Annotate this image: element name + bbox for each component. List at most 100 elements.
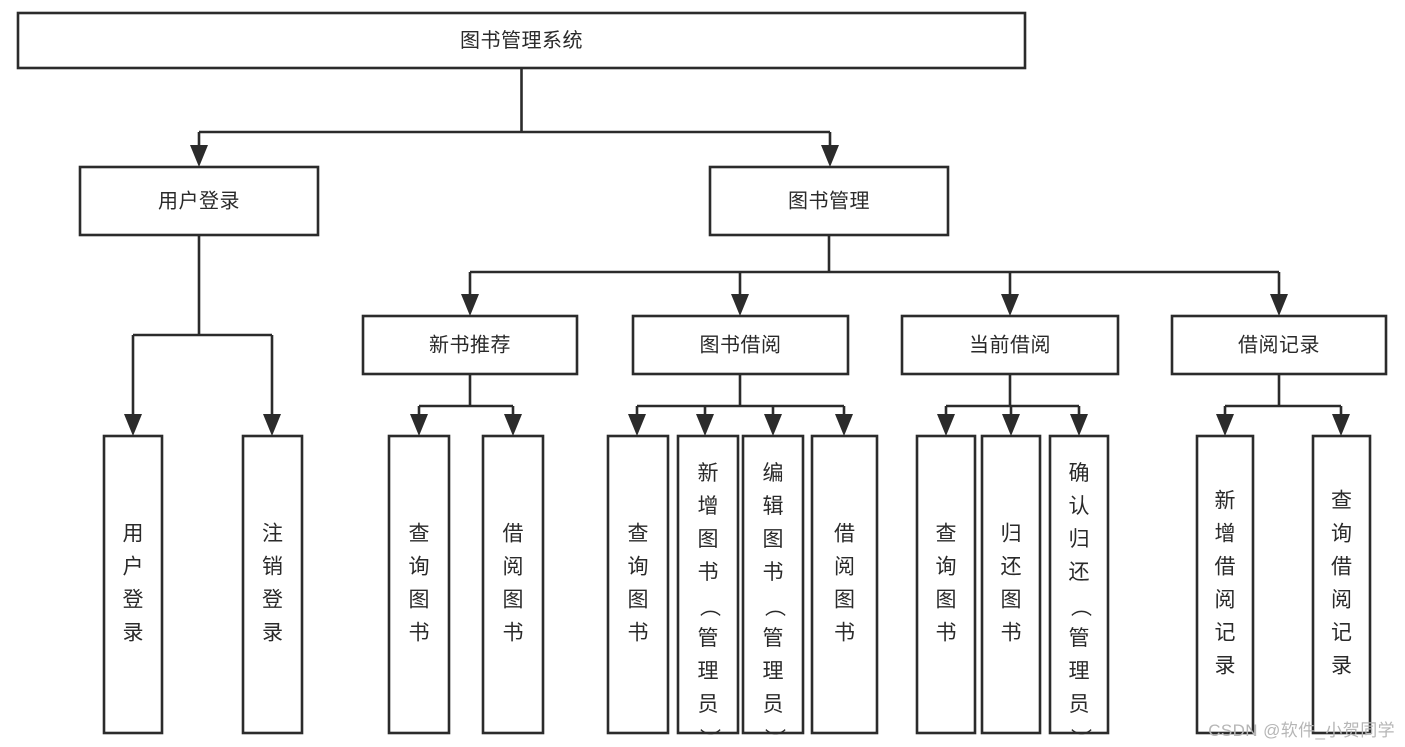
node-box-leaf-user-login[interactable] (102, 434, 164, 735)
node-label-char: 登 (262, 589, 283, 612)
node-box-leaf-rec-search[interactable] (1311, 434, 1372, 735)
node-box-borrow-record[interactable] (1170, 314, 1388, 376)
node-label-char: 阅 (1215, 589, 1236, 612)
node-new-book-rec[interactable]: 新书推荐 (361, 314, 579, 376)
arrow-to-borrow-record (1270, 294, 1288, 316)
node-box-leaf-rec-query[interactable] (387, 434, 451, 735)
node-leaf-user-login[interactable]: 用户登录用户登录 (91, 0, 175, 735)
node-label-char: 图 (1001, 589, 1022, 612)
node-leaf-borrow-query[interactable]: 查询图书查询图书 (596, 0, 680, 735)
node-borrow-record[interactable]: 借阅记录 (1170, 314, 1388, 376)
arrow-to-leaf-cur-confirm (1070, 414, 1088, 436)
node-box-leaf-borrow-query[interactable] (606, 434, 670, 735)
node-label-char: 阅 (834, 556, 855, 579)
node-label-char: 录 (262, 622, 283, 645)
node-label-char: 询 (936, 556, 957, 579)
node-root[interactable]: 图书管理系统 (16, 11, 1027, 70)
node-label-char: 图 (763, 528, 784, 551)
node-label-char: 还 (1069, 561, 1090, 584)
node-label-char: 归 (1069, 528, 1090, 551)
node-leaf-user-logout[interactable]: 注销登录注销登录 (231, 0, 315, 735)
arrow-to-book-manage (821, 145, 839, 167)
arrow-to-current-borrow (1001, 294, 1019, 316)
node-book-manage[interactable]: 图书管理 (708, 165, 950, 237)
arrow-head-layer (124, 145, 1350, 436)
node-box-leaf-borrow-add[interactable] (676, 434, 740, 735)
node-label-char: 录 (1331, 655, 1352, 678)
node-label-char: 管 (698, 627, 719, 650)
node-user-login[interactable]: 用户登录 (78, 165, 320, 237)
node-leaf-rec-borrow[interactable]: 借阅图书借阅图书 (471, 0, 555, 735)
node-label-char: 理 (763, 660, 784, 683)
arrow-to-leaf-rec-borrow (504, 414, 522, 436)
node-leaf-rec-query[interactable]: 查询图书查询图书 (377, 0, 461, 735)
node-label-char: 图 (698, 528, 719, 551)
node-label-char: 管 (763, 627, 784, 650)
node-label-char: 户 (123, 556, 144, 579)
node-label-book-borrow: 图书借阅 (700, 333, 782, 356)
node-label-char: 书 (698, 561, 719, 584)
node-label-char: 注 (262, 523, 283, 546)
node-label-char: 借 (1215, 556, 1236, 579)
node-label-char: 还 (1001, 556, 1022, 579)
arrow-to-leaf-cur-query (937, 414, 955, 436)
node-label-char: 管 (1069, 627, 1090, 650)
node-label-char: 录 (123, 622, 144, 645)
node-label-char: 借 (834, 523, 855, 546)
arrow-to-leaf-borrow-query (628, 414, 646, 436)
node-box-book-manage[interactable] (708, 165, 950, 237)
node-box-book-borrow[interactable] (631, 314, 850, 376)
node-label-char: 借 (503, 523, 524, 546)
node-leaf-cur-return[interactable]: 归还图书归还图书 (969, 0, 1053, 735)
node-label-char: 书 (409, 622, 430, 645)
node-label-char: 归 (1001, 523, 1022, 546)
node-label-char: （ (762, 596, 785, 617)
node-label-char: （ (1068, 596, 1091, 617)
node-box-leaf-borrow-lend[interactable] (810, 434, 879, 735)
node-label-book-manage: 图书管理 (788, 189, 870, 212)
watermark: CSDN @软件_小贺同学 (1208, 721, 1395, 740)
node-current-borrow[interactable]: 当前借阅 (900, 314, 1120, 376)
node-label-char: 认 (1069, 495, 1090, 518)
node-label-char: 登 (123, 589, 144, 612)
node-box-leaf-cur-query[interactable] (915, 434, 977, 735)
node-label-borrow-record: 借阅记录 (1238, 333, 1320, 356)
node-label-char: 员 (763, 693, 784, 716)
node-box-leaf-rec-add[interactable] (1195, 434, 1255, 735)
node-label-char: 记 (1331, 622, 1352, 645)
node-label-char: 图 (503, 589, 524, 612)
node-label-current-borrow: 当前借阅 (969, 333, 1051, 356)
node-label-char: ） (697, 728, 720, 747)
node-box-leaf-borrow-edit[interactable] (741, 434, 805, 735)
node-book-borrow[interactable]: 图书借阅 (631, 314, 850, 376)
node-leaf-rec-add[interactable]: 新增借阅记录新增借阅记录 (1162, 0, 1288, 735)
node-label-char: 书 (628, 622, 649, 645)
node-leaf-borrow-lend[interactable]: 借阅图书借阅图书 (803, 0, 887, 735)
arrow-to-leaf-cur-return (1002, 414, 1020, 436)
node-box-leaf-cur-return[interactable] (980, 434, 1042, 735)
node-box-user-login[interactable] (78, 165, 320, 237)
arrow-to-leaf-user-login (124, 414, 142, 436)
node-box-leaf-cur-confirm[interactable] (1048, 434, 1110, 735)
node-label-char: 员 (1069, 693, 1090, 716)
node-label-char: 图 (936, 589, 957, 612)
node-box-new-book-rec[interactable] (361, 314, 579, 376)
arrow-to-new-book-rec (461, 294, 479, 316)
node-leaf-cur-query[interactable]: 查询图书查询图书 (904, 0, 988, 735)
node-box-root[interactable] (16, 11, 1027, 70)
node-label-char: 借 (1331, 556, 1352, 579)
node-label-char: 新 (1215, 490, 1236, 513)
node-leaf-rec-search[interactable]: 查询借阅记录查询借阅记录 (1279, 0, 1405, 735)
node-box-leaf-rec-borrow[interactable] (481, 434, 545, 735)
node-label-char: 编 (763, 462, 784, 485)
arrow-to-leaf-rec-query (410, 414, 428, 436)
node-box-current-borrow[interactable] (900, 314, 1120, 376)
node-label-char: ） (1068, 728, 1091, 747)
node-label-char: （ (697, 596, 720, 617)
node-label-new-book-rec: 新书推荐 (429, 333, 511, 356)
node-box-leaf-user-logout[interactable] (241, 434, 304, 735)
